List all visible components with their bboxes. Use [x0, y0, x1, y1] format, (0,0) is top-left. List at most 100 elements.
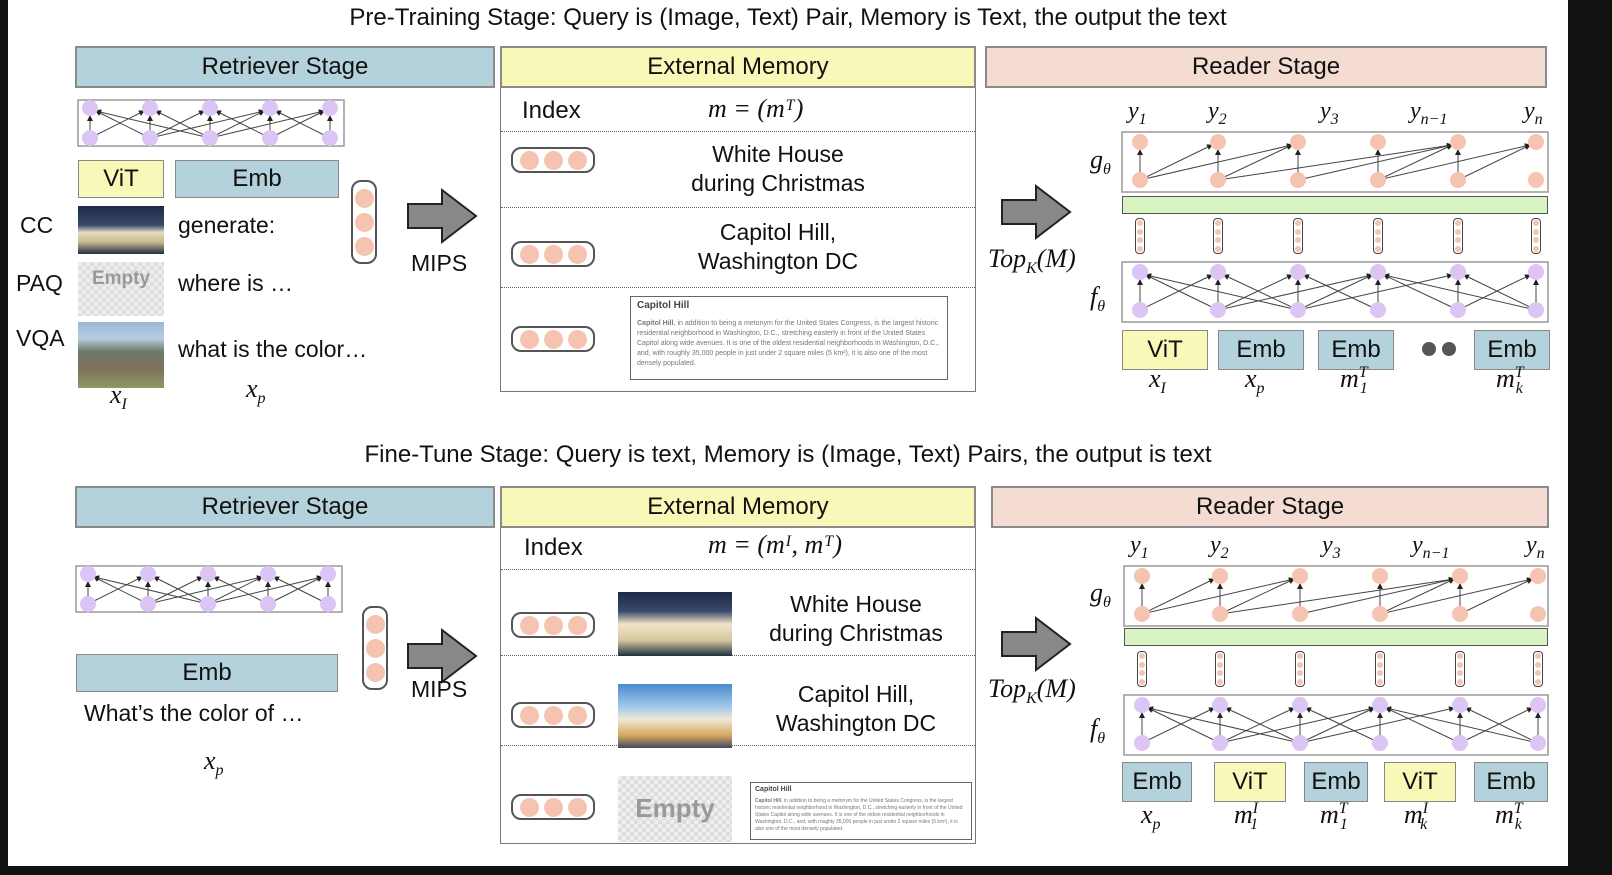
- attention-edge: [1217, 142, 1453, 181]
- network-node: [1528, 302, 1544, 318]
- attention-edge: [1297, 273, 1453, 311]
- attention-edge: [1145, 274, 1219, 311]
- reader-input-variable: mIk: [1404, 800, 1429, 834]
- attention-edge: [1299, 706, 1455, 744]
- network-node: [200, 566, 216, 582]
- attention-edge: [1383, 273, 1537, 311]
- output-token-label: y2: [1208, 98, 1227, 128]
- attention-edge: [147, 576, 203, 605]
- output-token-label: yn: [1526, 532, 1545, 562]
- output-token-label: yn: [1524, 98, 1543, 128]
- network-node: [1292, 735, 1308, 751]
- attention-edge: [1383, 274, 1459, 311]
- dataset-label-cc: CC: [20, 212, 54, 238]
- attention-edge: [1147, 707, 1221, 744]
- attention-edge: [1299, 707, 1375, 744]
- network-node: [82, 100, 98, 116]
- attention-edge: [1217, 274, 1293, 311]
- encoder-label: fθ: [1090, 714, 1106, 748]
- attention-edge: [1219, 576, 1455, 615]
- attention-edge: [1297, 274, 1373, 311]
- encoder-output-vector: [1215, 651, 1225, 687]
- encoder-output-vector: [1137, 651, 1147, 687]
- network-node: [140, 596, 156, 612]
- network-node: [1372, 568, 1388, 584]
- network-node: [1210, 302, 1226, 318]
- network-node: [1370, 264, 1386, 280]
- attention-edge: [1139, 143, 1293, 181]
- finetune-query-text: What’s the color of …: [84, 700, 304, 726]
- topk-label: TopK(M): [988, 674, 1076, 708]
- attention-edge: [213, 576, 269, 605]
- attention-edge: [89, 110, 145, 139]
- attention-edge: [1303, 274, 1379, 311]
- encoder-output-vector: [1375, 651, 1385, 687]
- output-token-label: yn−1: [1410, 98, 1448, 128]
- network-node: [1370, 172, 1386, 188]
- attention-edge: [1385, 707, 1461, 744]
- pretrain-retriever-header: Retriever Stage: [75, 46, 495, 88]
- attention-edge: [149, 109, 265, 139]
- attention-edge: [209, 109, 325, 139]
- network-node: [1212, 606, 1228, 622]
- network-node: [320, 566, 336, 582]
- network-node: [1134, 697, 1150, 713]
- finetune-reader-header: Reader Stage: [991, 486, 1549, 528]
- reader-input-emb-box: Emb: [1122, 762, 1192, 802]
- network-node: [1528, 172, 1544, 188]
- network-node: [1292, 568, 1308, 584]
- memory-entry-text: Capitol Hill,Washington DC: [697, 219, 859, 274]
- network-node: [1210, 264, 1226, 280]
- attention-edge: [93, 575, 209, 605]
- prompt-cc: generate:: [178, 212, 276, 238]
- attention-edge: [1305, 707, 1381, 744]
- network-node: [1450, 134, 1466, 150]
- attention-edge: [1225, 707, 1301, 744]
- attention-edge: [1139, 274, 1213, 311]
- network-node: [1530, 735, 1546, 751]
- output-token-label: y3: [1322, 532, 1341, 562]
- var-x-image: xI: [110, 380, 127, 414]
- attention-edge: [147, 575, 263, 605]
- network-node: [142, 130, 158, 146]
- attention-edge: [93, 576, 149, 605]
- memory-index-vector: [511, 241, 595, 267]
- network-node: [1290, 302, 1306, 318]
- network-node: [1370, 134, 1386, 150]
- network-node: [1290, 172, 1306, 188]
- wikipedia-document-snippet: Capitol Hill Capitol Hill, in addition t…: [630, 296, 948, 380]
- finetune-decoder-network: [1123, 565, 1549, 627]
- pretrain-fusion-bar: [1122, 196, 1548, 214]
- ellipsis-dots-icon: [1422, 342, 1456, 356]
- finetune-retriever-network: [75, 565, 343, 613]
- attention-edge: [269, 110, 325, 139]
- attention-edge: [1223, 274, 1299, 311]
- var-x-prompt: xp: [246, 374, 266, 408]
- mips-arrow-icon: [407, 627, 478, 685]
- network-node: [140, 566, 156, 582]
- output-token-label: yn−1: [1412, 532, 1450, 562]
- network-node: [1132, 134, 1148, 150]
- prompt-paq: where is …: [178, 270, 294, 296]
- network-node: [200, 596, 216, 612]
- memory-index-vector: [511, 147, 595, 173]
- finetune-title: Fine-Tune Stage: Query is text, Memory i…: [364, 441, 1212, 468]
- network-node: [1452, 697, 1468, 713]
- prompt-vqa: what is the color…: [178, 336, 368, 362]
- network-node: [260, 566, 276, 582]
- attention-edge: [1219, 707, 1295, 744]
- network-node: [1372, 735, 1388, 751]
- attention-edge: [267, 576, 323, 605]
- attention-edge: [1457, 274, 1531, 311]
- pretrain-memory-formula: m = (mᵀ): [708, 94, 804, 123]
- capitol-building-image: [618, 684, 732, 748]
- finetune-encoder-network: [1123, 694, 1549, 756]
- encoder-label: fθ: [1090, 282, 1106, 316]
- attention-edge: [1141, 707, 1215, 744]
- reader-input-emb-box: Emb: [1304, 762, 1368, 802]
- attention-edge: [1139, 144, 1213, 181]
- attention-edge: [1219, 706, 1375, 744]
- network-node: [260, 596, 276, 612]
- reader-input-variable: mT1: [1320, 800, 1348, 834]
- reader-input-variable: xp: [1245, 364, 1265, 398]
